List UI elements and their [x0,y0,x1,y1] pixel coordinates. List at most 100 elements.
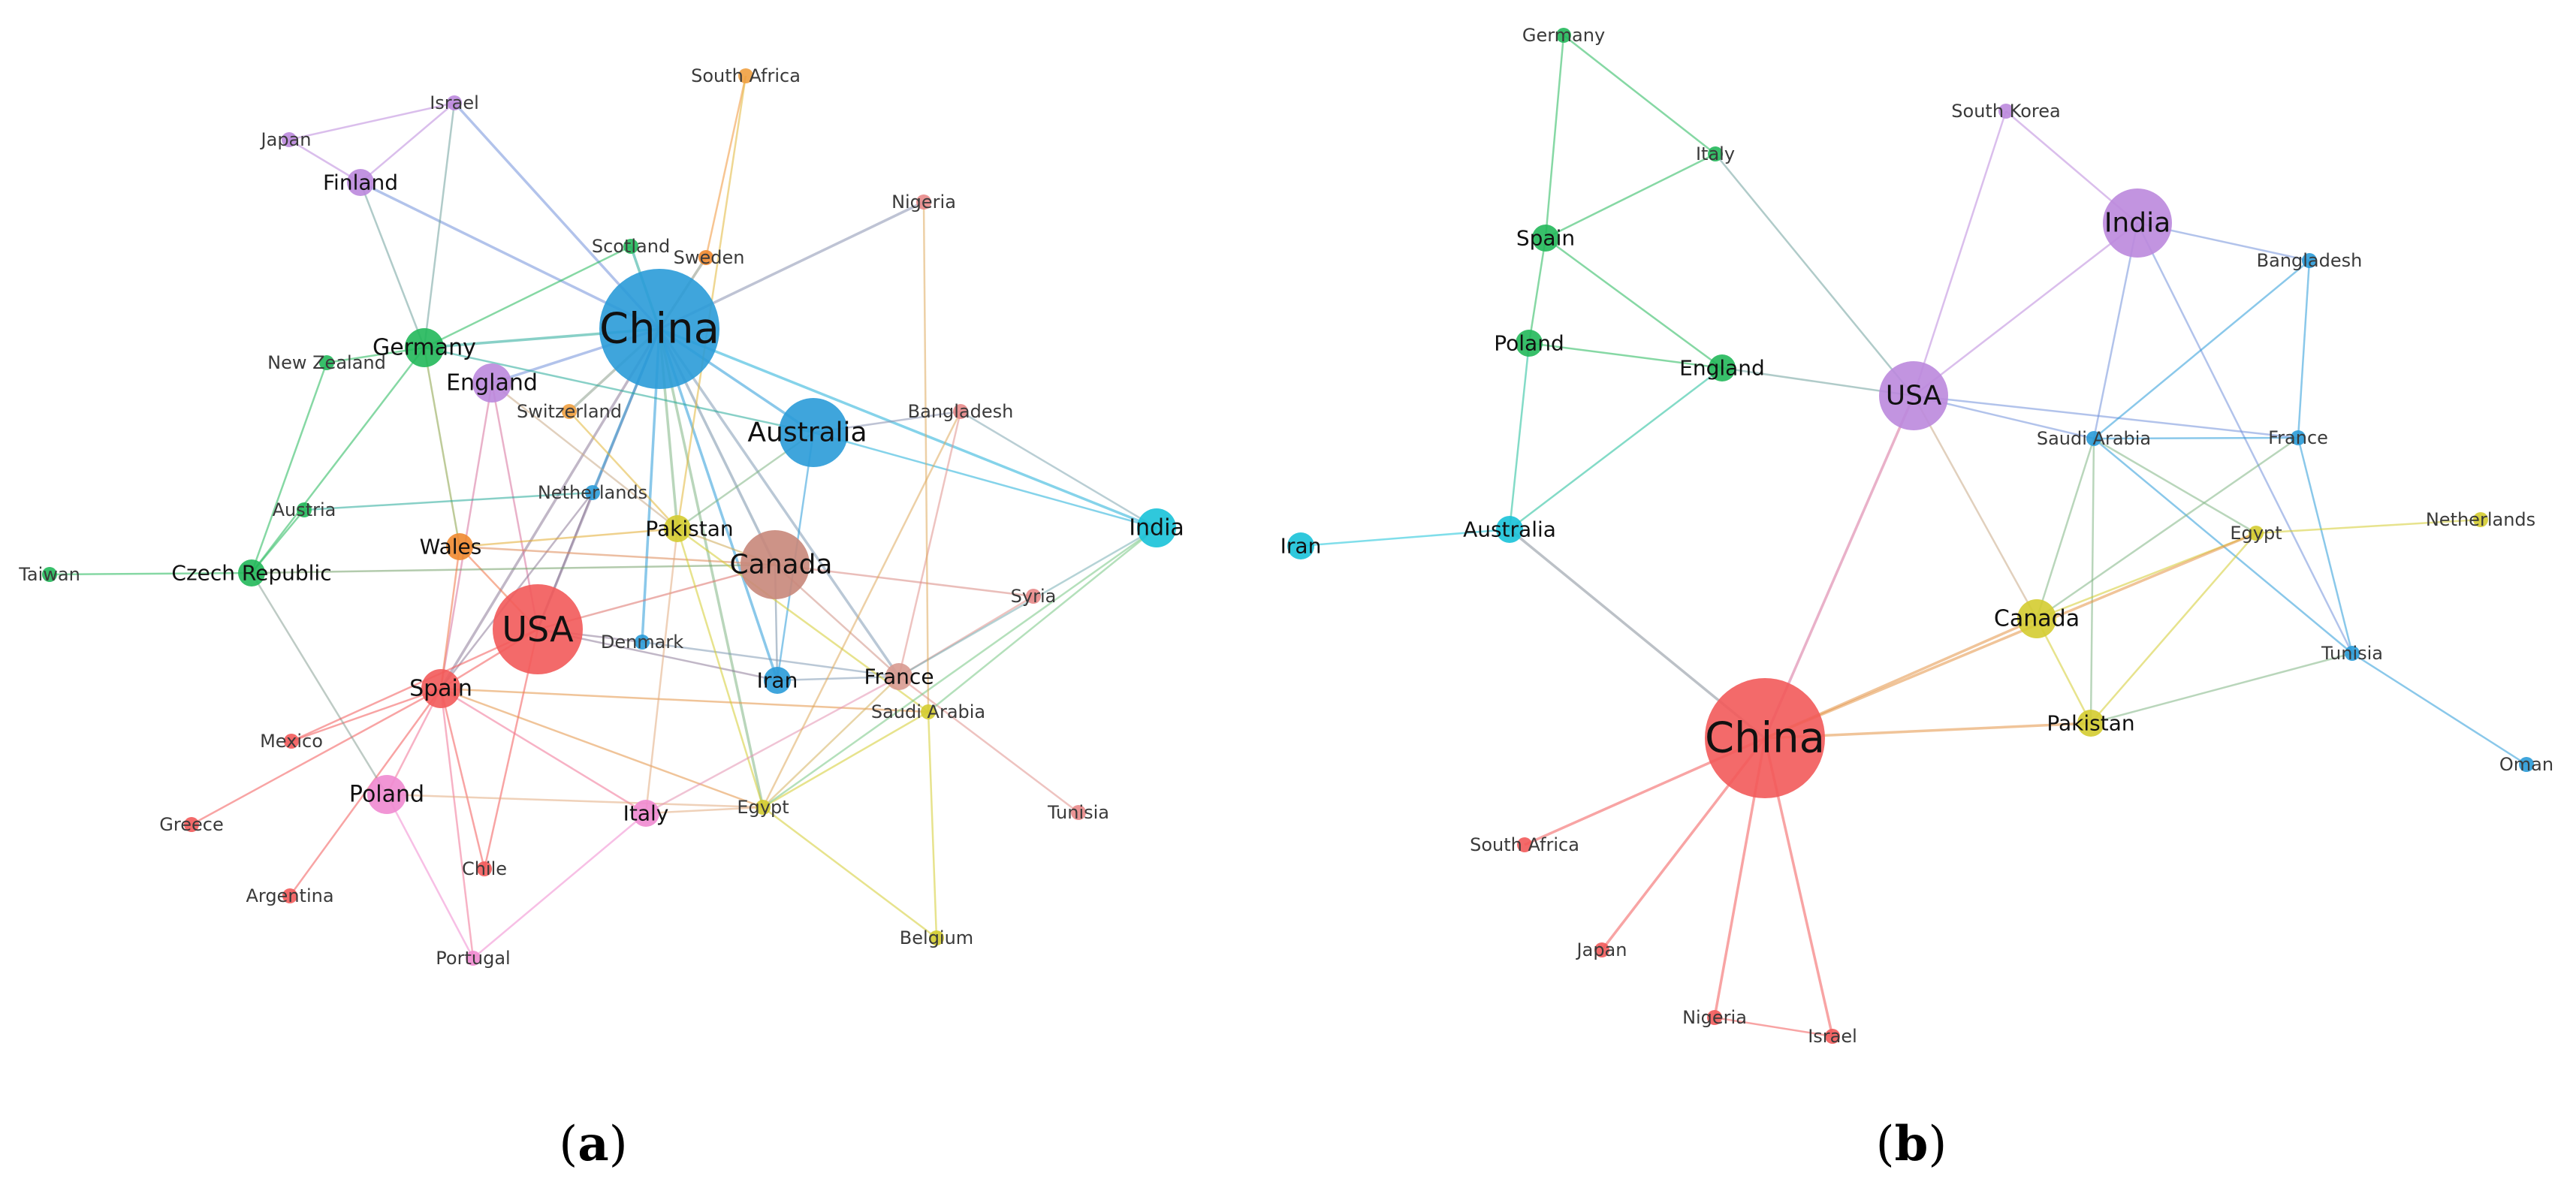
panel-a-edge-israel-japan [288,101,455,141]
panel-b-node-oman [2519,757,2534,772]
panel-a-node-scotland [623,239,638,254]
panel-b-label-canada: Canada [1994,606,2080,632]
panel-b-node-usa [1879,361,1948,430]
panel-a-edge-saudi-arabia-belgium [927,711,938,939]
panel-b-label-iran: Iran [1280,534,1322,559]
panel-b-label-bangladesh: Bangladesh [2257,250,2363,271]
panel-b-edge-nigeria-israel [1714,1016,1833,1038]
panel-a-edge-egypt-pakistan [676,528,765,808]
panel-b-label-france: France [2268,427,2328,448]
panel-a-edge-mexico-usa [291,628,538,743]
panel-a-label-chile: Chile [462,858,507,879]
panel-b-edge-spain-england [1545,237,1723,369]
panel-b-node-iran [1287,532,1314,559]
panel-a-node-spain [421,669,460,708]
panel-b-label-australia: Australia [1463,517,1556,542]
panel-a-node-sweden [698,250,713,265]
panel-a-edge-bangladesh-egypt [762,411,962,808]
panel-a-label-new-zealand: New Zealand [267,352,386,373]
panel-b-edge-usa-south-korea [1912,110,2007,396]
panel-a-node-japan [282,132,297,147]
panel-a-edge-saudi-arabia-egypt [762,710,929,809]
panel-a-label-israel: Israel [430,92,479,113]
panel-a-edge-czech-republic-canada [251,563,776,574]
panel-b-label-israel: Israel [1808,1026,1857,1047]
panel-a-label-egypt: Egypt [737,797,789,818]
panel-a-label-scotland: Scotland [592,236,670,257]
panel-a-label-tunisia: Tunisia [1047,802,1109,823]
panel-a-label-china: China [599,305,719,354]
panel-b-node-pakistan [2077,710,2104,737]
panel-a-node-mexico [284,734,299,749]
panel-b-node-israel [1825,1029,1840,1044]
panel-b-label-egypt: Egypt [2230,523,2282,544]
panel-b-edge-italy-spain [1545,152,1716,240]
panel-a-label-portugal: Portugal [436,948,510,969]
panel-b-edge-england-australia [1509,367,1723,530]
panel-a-edge-israel-finland [360,102,455,183]
panel-b-edge-tunisia-oman [2351,652,2527,766]
panel-a-node-italy [632,800,659,827]
panel-a-edge-italy-portugal [472,813,647,959]
panel-a-label-syria: Syria [1011,586,1057,607]
panel-b-nodes: ChinaUSAIndiaCanadaGermanyItalySpainPola… [1280,25,2553,1047]
panel-a-edge-germany-australia [424,346,814,434]
panel-b-edge-usa-china [1763,395,1915,739]
panel-a-edge-wales-pakistan [459,527,678,548]
panel-a-node-iran [764,667,791,694]
panel-b-label-england: England [1679,356,1765,381]
panel-a-edge-india-france [898,526,1157,678]
panel-b-edge-poland-australia [1508,342,1531,530]
panel-a-edge-canada-wales [459,545,776,566]
panel-a-node-finland [347,169,374,196]
panel-a-edge-spain-argentina [288,688,442,897]
panel-a-node-saudi-arabia [921,704,936,719]
panel-b-edge-tunisia-pakistan [2090,652,2353,725]
panel-b-label-china: China [1705,714,1825,763]
panel-b-edge-usa-canada [1912,395,2038,620]
panel-a-label-austria: Austria [273,499,336,520]
panel-a-label-nigeria: Nigeria [891,191,956,213]
panel-b-node-england [1709,354,1736,381]
panel-b-edge-spain-poland [1528,237,1547,344]
panel-b-label-saudi-arabia: Saudi Arabia [2037,428,2151,449]
panel-a-label-switzerland: Switzerland [517,401,622,422]
panel-a-label-sweden: Sweden [674,247,745,268]
panel-a-node-netherlands [585,485,600,500]
panel-a-edge-china-iran [658,328,779,681]
panel-a-label-czech-republic: Czech Republic [171,561,331,586]
panel-b-node-japan [1594,942,1609,957]
panel-a-node-egypt [756,800,771,815]
panel-b-label-india: India [2104,208,2170,239]
panel-b-node-south-africa [1517,837,1532,852]
panel-a-node-taiwan [42,567,57,582]
panel-a-label-netherlands: Netherlands [538,482,647,503]
panel-a-label-germany: Germany [373,335,476,361]
panel-a-edge-australia-india [813,431,1157,529]
panel-b-edge-egypt-netherlands [2255,518,2481,535]
panel-a-edge-czech-republic-new-zealand [250,362,328,574]
panel-a-label-australia: Australia [747,418,867,448]
panel-a-edge-england-pakistan [491,382,678,529]
panel-b-label-south-africa: South Africa [1470,834,1579,855]
panel-b-node-india [2103,188,2172,258]
panel-a-edge-france-egypt [762,676,900,808]
panel-a-edge-spain-portugal [439,688,475,959]
panel-a-edge-spain-poland [385,688,442,795]
panel-a-label-japan: Japan [260,129,312,150]
panel-b-node-nigeria [1707,1010,1722,1025]
panel-a-edge-spain-egypt [440,687,764,809]
panel-a-label-france: France [864,665,934,689]
panel-a-node-china [599,269,719,389]
panel-a-edge-poland-portugal [385,794,475,959]
panel-a-edge-france-iran [777,675,900,682]
panel-b-node-germany [1556,28,1571,43]
panel-a-node-wales [446,533,473,560]
panel-a-label-canada: Canada [730,550,833,580]
panel-a-label-poland: Poland [349,782,424,808]
panel-a-node-israel [447,95,462,110]
panel-a-caption: (a) [559,1116,627,1172]
panel-b-node-australia [1496,516,1523,543]
panel-b-node-netherlands [2473,512,2488,527]
